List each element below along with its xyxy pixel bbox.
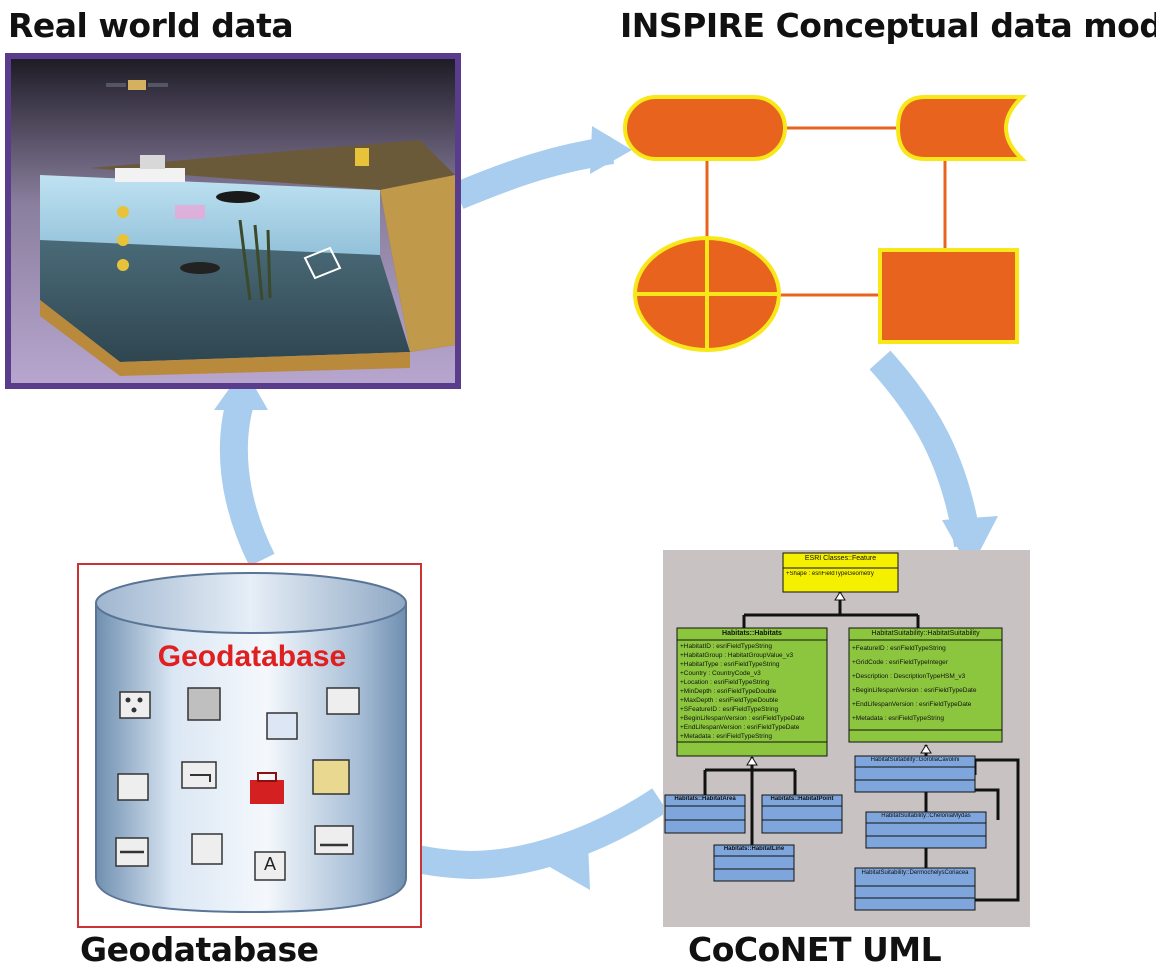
raster-grid-icon [187,687,221,721]
grid-raster-icon [312,759,350,795]
uml-dermochelys: HabitatSuitability::DermochelysCoriacea [861,870,969,876]
table-icon [266,712,298,740]
uml-habitat-line: Habitats::HabitatLine [723,846,785,852]
uml-gorgonia: HabitatSuitability::GorollaCavolini [870,757,960,763]
uml-habitats-title: Habitats::Habitats [722,630,782,637]
uml-habitats-attributes: +HabitatID : esriFieldTypeString +Habitat… [680,642,826,741]
inspire-model-heading: INSPIRE Conceptual data model [620,6,1156,45]
habitats-attr: +BeginLifespanVersion : esriFieldTypeDat… [680,715,805,722]
habitats-attr: +Country : CountryCode_v3 [680,670,761,677]
suitability-attr: +EndLifespanVersion : esriFieldTypeDate [852,701,972,708]
suitability-attr: +Metadata : esriFieldTypeString [852,715,944,722]
habitats-attr: +HabitatID : esriFieldTypeString [680,643,772,650]
arrow-top [452,136,615,209]
suitability-attr: +GridCode : esriFieldTypeInteger [852,659,948,666]
geodatabase-heading: Geodatabase [80,930,319,969]
suitability-attr: +Description : DescriptionTypeHSM_v3 [852,673,966,680]
uml-suitability-title: HabitatSuitability::HabitatSuitability [871,630,980,637]
uml-feature-attr: +Shape : esriFieldTypeGeometry [786,571,874,577]
topology-icon [191,833,223,865]
habitats-attr: +SFeatureID : esriFieldTypeString [680,706,779,713]
habitats-attr: +MaxDepth : esriFieldTypeDouble [680,697,779,704]
annotation-icon-letter: A [263,854,276,874]
arrow-right [869,350,982,548]
annotation-icon [254,851,286,881]
arrow-head-top [590,126,632,174]
uml-feature-title: ESRI Classes::Feature [804,555,877,562]
suitability-attr: +FeatureID : esriFieldTypeString [852,645,946,652]
habitats-attr: +Location : esriFieldTypeString [680,679,770,686]
diver-icon [180,262,220,274]
habitats-attr: +HabitatGroup : HabitatGroupValue_v3 [680,652,794,659]
uml-chelonia: HabitatSuitability::CheloniaMydas [881,813,971,819]
geodatabase-panel [77,563,422,928]
arrow-left [219,385,275,567]
arrow-bottom [401,788,668,880]
arrow-heads [214,126,998,890]
point-feature-icon [119,691,151,719]
real-world-data-image [5,53,461,389]
coconet-uml-diagram [663,550,1030,927]
suitability-attr: +BeginLifespanVersion : esriFieldTypeDat… [852,687,977,694]
real-world-data-heading: Real world data [8,6,294,45]
uml-habitat-point: Habitats::HabitatPoint [770,796,834,802]
coconet-uml-heading: CoCoNET UML [688,930,942,969]
network-icon [314,825,354,855]
boat-icon [216,191,260,203]
inspire-model-diagram [623,95,1027,352]
inspire-square-entity [878,248,1019,344]
inspire-rounded-entity [623,95,787,161]
habitats-attr: +EndLifespanVersion : esriFieldTypeDate [680,724,800,731]
relationship-icon [117,773,149,801]
satellite-icon [106,80,168,90]
toolbox-icon [250,780,284,804]
map-icon [326,687,360,715]
habitats-attr: +MinDepth : esriFieldTypeDouble [680,688,777,695]
arrow-head-bottom [548,842,590,890]
ship-icon [115,168,185,182]
uml-suitability-attributes: +FeatureID : esriFieldTypeString +GridCod… [852,642,1000,726]
arrow-head-right [942,516,998,570]
habitats-attr: +HabitatType : esriFieldTypeString [680,661,780,668]
inspire-scroll-entity [895,95,1027,161]
habitats-attr: +Metadata : esriFieldTypeString [680,733,772,740]
geodatabase-title: Geodatabase [157,640,347,673]
uml-habitat-area: Habitats::HabitatArea [674,796,736,802]
